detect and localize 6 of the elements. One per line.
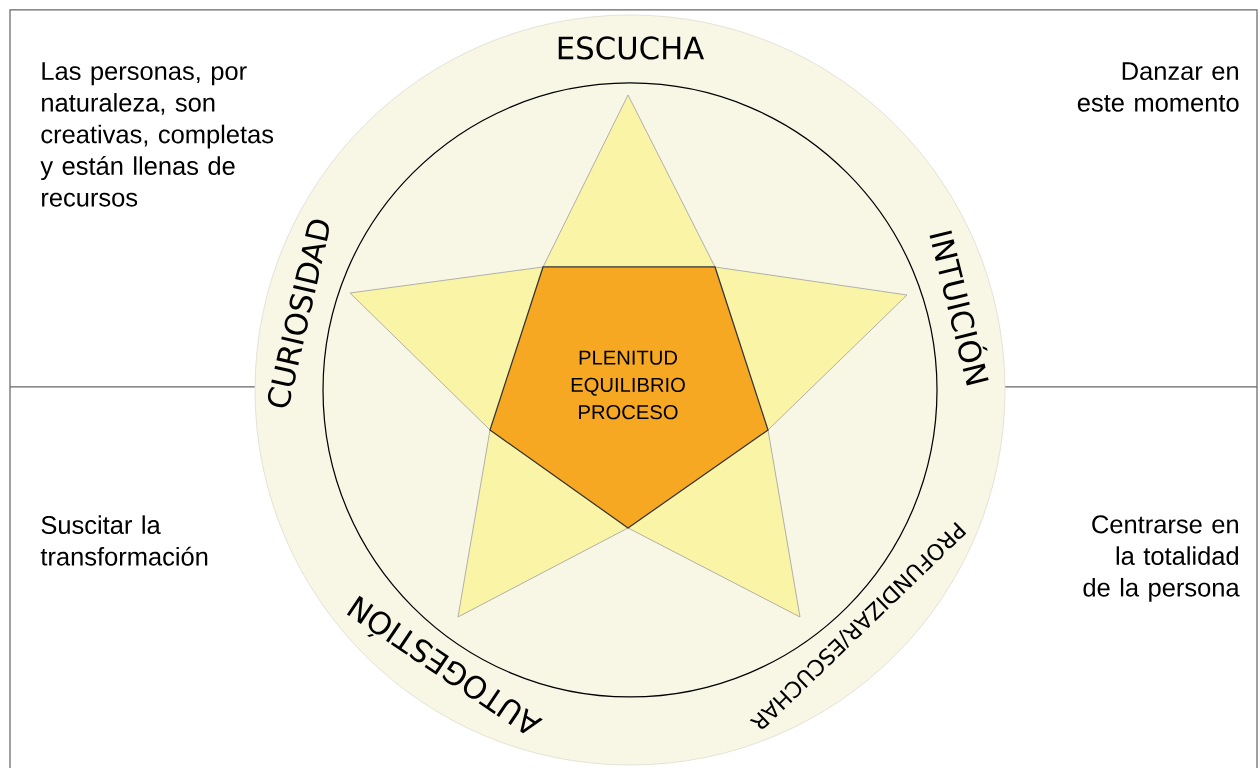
pentagon: PLENITUD EQUILIBRIO PROCESO: [489, 266, 769, 529]
corner-text: Las personas, por naturaleza, son creativas, completas y están llenas de recursos: [40, 62, 274, 207]
ring-label: ESCUCHA: [558, 36, 705, 60]
corner-text: Danzar en este momento: [1077, 62, 1239, 112]
corner-text: Centrarse en la totalidad de la persona: [1083, 515, 1240, 602]
corner-text: Suscitar la transformación: [40, 515, 208, 566]
